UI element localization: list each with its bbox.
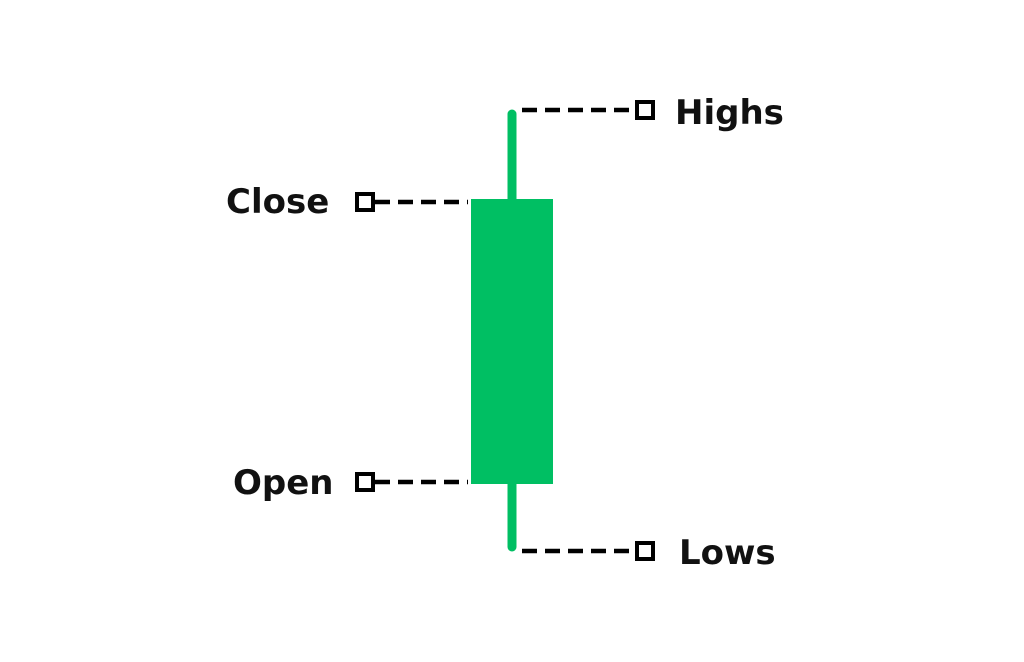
close-square-icon [355, 192, 375, 212]
close-marker: Close [226, 182, 468, 222]
candle-body [471, 199, 553, 484]
open-marker: Open [233, 463, 468, 503]
lows-label: Lows [679, 533, 776, 573]
open-label: Open [233, 463, 334, 503]
open-square-icon [355, 472, 375, 492]
highs-label: Highs [675, 93, 784, 133]
lows-square-icon [635, 541, 655, 561]
highs-marker: Highs [522, 93, 784, 133]
highs-square-icon [635, 100, 655, 120]
close-label: Close [226, 182, 329, 222]
lows-marker: Lows [522, 533, 776, 573]
